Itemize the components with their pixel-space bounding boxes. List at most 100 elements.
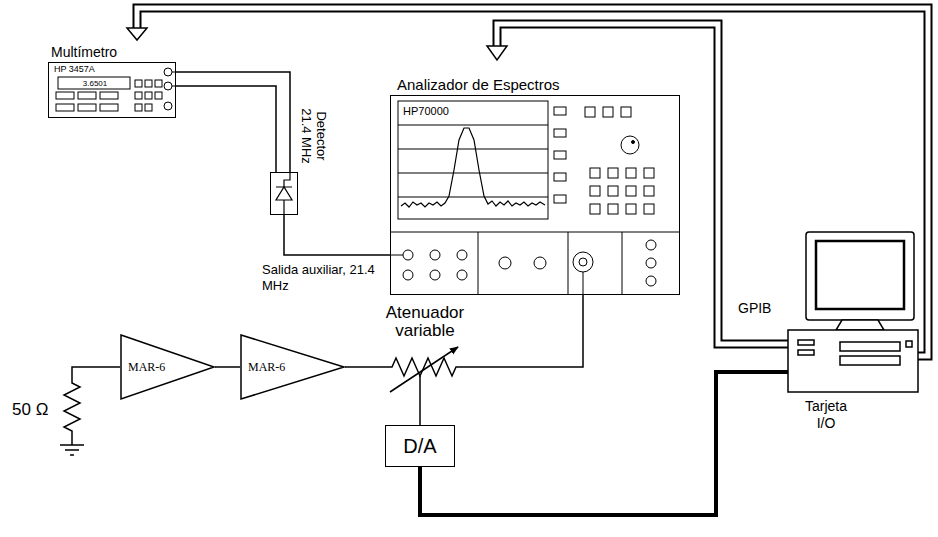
- computer-symbol: [798, 350, 814, 355]
- attenuator-label: Atenuador variable: [380, 304, 470, 340]
- amplifier-outline: [121, 335, 214, 399]
- analyzer-panel: [626, 204, 636, 214]
- io-cable: [420, 372, 788, 515]
- signal-wire: [284, 215, 390, 255]
- analyzer-panel: [457, 270, 467, 280]
- analyzer-panel: [457, 250, 467, 260]
- analyzer-panel: [608, 204, 618, 214]
- analyzer-panel: [390, 101, 680, 295]
- gpib-bus: [487, 46, 507, 60]
- multimeter-box: MultímetroHP 3457A3.6501: [48, 62, 176, 118]
- computer-symbol: [788, 232, 918, 392]
- analyzer-panel: [644, 168, 654, 178]
- wire-path: [472, 295, 583, 367]
- computer-symbol: [798, 340, 814, 345]
- dac-label: D/A: [403, 434, 436, 458]
- bus-label: GPIB: [738, 300, 771, 317]
- device-heading: Analizador de Espectros: [397, 76, 560, 94]
- analyzer-panel: [534, 257, 546, 269]
- gpib-bus: [127, 28, 147, 40]
- multimeter-panel: [164, 102, 172, 110]
- multimeter-panel: [145, 80, 152, 87]
- multimeter-panel: [135, 104, 142, 111]
- amplifier-outline: [241, 335, 344, 399]
- termination-resistor: [64, 367, 120, 445]
- detector-diode: [276, 172, 292, 215]
- multimeter-panel: [100, 92, 118, 99]
- signal-wire: [215, 367, 240, 368]
- wire-path: [176, 86, 276, 172]
- multimeter-panel: [78, 104, 96, 111]
- analyzer-panel: [608, 168, 618, 178]
- multimeter-panel: [56, 68, 176, 111]
- multimeter-panel: [164, 82, 172, 90]
- variable-attenuator: Atenuador variable: [378, 352, 472, 382]
- multimeter-panel: [100, 104, 118, 111]
- analyzer-panel: [403, 250, 413, 260]
- analyzer-panel: [608, 186, 618, 196]
- multimeter-panel: [56, 92, 74, 99]
- device-heading: Multímetro: [51, 44, 117, 61]
- analyzer-panel: [626, 186, 636, 196]
- computer-symbol: [836, 320, 884, 330]
- detector-diode: [276, 172, 292, 215]
- multimeter-panel: [155, 80, 162, 87]
- signal-wire: [345, 367, 378, 368]
- amplifier-label: MAR-6: [248, 360, 285, 374]
- display-reading: 3.6501: [59, 78, 131, 90]
- multimeter-panel: [145, 104, 152, 111]
- resistor-value: 50 Ω: [12, 400, 48, 420]
- analyzer-panel: [590, 204, 600, 214]
- multimeter-panel: [164, 68, 172, 76]
- multimeter-panel: [135, 80, 142, 87]
- detector-label: Detector 21.4 MHz: [299, 101, 329, 171]
- spectrum-analyzer-box: Analizador de EspectrosHP70000: [390, 95, 680, 295]
- multimeter-panel: [135, 92, 142, 99]
- multimeter-panel: [56, 104, 74, 111]
- analyzer-panel: [398, 125, 548, 197]
- analyzer-panel: [554, 107, 566, 115]
- analyzer-panel: [573, 252, 593, 272]
- gpib-bus: [137, 8, 928, 356]
- detector-diode: [276, 187, 292, 200]
- card-label: Tarjeta I/O: [795, 398, 857, 432]
- signal-wire: [420, 382, 421, 425]
- analyzer-panel: [646, 276, 656, 286]
- analyzer-panel: [390, 232, 680, 295]
- analyzer-panel: [430, 270, 440, 280]
- signal-wire: [176, 72, 290, 172]
- computer-symbol: [840, 356, 900, 365]
- computer-symbol: [806, 232, 914, 320]
- wire-path: [176, 72, 290, 172]
- multimeter-panel: [145, 92, 152, 99]
- detector-box: Detector 21.4 MHz: [270, 172, 298, 215]
- analyzer-panel: [554, 129, 566, 137]
- port-label: Salida auxiliar, 21.4 MHz: [262, 262, 377, 293]
- analyzer-panel: [626, 168, 636, 178]
- computer-symbol: [788, 330, 918, 392]
- multimeter-panel: [78, 92, 96, 99]
- signal-wire: [472, 295, 583, 367]
- computer-symbol: [840, 342, 900, 351]
- analyzer-panel: [603, 107, 613, 117]
- analyzer-panel: [621, 136, 639, 154]
- analyzer-panel: [632, 141, 635, 144]
- attenuator-symbol: [378, 347, 472, 392]
- multimeter-panel: [58, 77, 130, 89]
- analyzer-panel: [646, 258, 656, 268]
- amplifier-triangle: MAR-6: [240, 334, 345, 400]
- wire-path: [345, 366, 378, 368]
- termination-resistor: [60, 367, 120, 455]
- analyzer-panel: [554, 173, 566, 181]
- analyzer-panel: [554, 195, 566, 203]
- analyzer-panel: [585, 107, 595, 117]
- amplifier-label: MAR-6: [128, 360, 165, 374]
- wire-path: [419, 382, 421, 425]
- attenuator-symbol: [378, 358, 472, 376]
- attenuator-symbol: [419, 376, 421, 382]
- wire-path: [284, 215, 390, 255]
- analyzer-panel: [646, 240, 656, 250]
- amplifier-triangle: MAR-6: [120, 334, 215, 400]
